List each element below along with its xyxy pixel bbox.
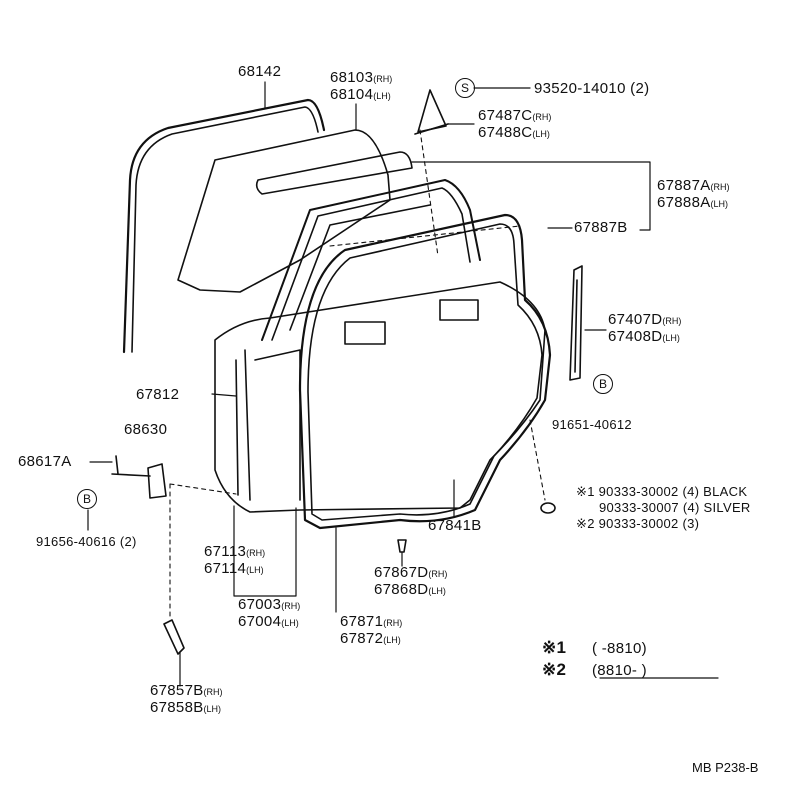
label-clip-lh: 67868D(LH) — [374, 581, 446, 598]
label-glass-rh: 68103(RH) — [330, 69, 393, 86]
quarter-glass — [415, 90, 448, 134]
label-door-weatherstrip: 67841B — [428, 517, 482, 534]
label-quarter-glass-rh: 67487C(RH) — [478, 107, 552, 124]
legend-note1-mark: ※1 — [542, 638, 567, 657]
figure-reference: MB P238-B — [692, 760, 759, 775]
clip — [398, 540, 406, 552]
division-bar — [570, 266, 582, 380]
label-glass-lh: 68104(LH) — [330, 86, 391, 103]
label-grommet-2: ※2 90333-30002 (3) — [576, 516, 700, 531]
leader-lines — [88, 82, 650, 686]
label-door-assy-lh: 67004(LH) — [238, 613, 299, 630]
legend-note2-range: (8810- ) — [592, 662, 647, 679]
label-bolt-left: 91656-40616 (2) — [36, 534, 137, 549]
label-door-panel: 67812 — [136, 386, 180, 403]
label-screw: 93520-14010 (2) — [534, 80, 650, 97]
window-glass — [178, 130, 390, 292]
label-weatherstrip-door-lh: 67872(LH) — [340, 630, 401, 647]
grommet — [541, 503, 555, 513]
label-grommet-1: ※1 90333-30002 (4) BLACK — [576, 484, 748, 499]
upper-weatherstrip — [257, 152, 412, 194]
door-check — [112, 456, 166, 498]
label-door-assy-rh: 67003(RH) — [238, 596, 301, 613]
label-weatherstrip-a-rh: 67887A(RH) — [657, 177, 730, 194]
label-weatherstrip-a-lh: 67888A(LH) — [657, 194, 729, 211]
door-panel-body — [215, 282, 545, 512]
legend-note1-range: ( -8810) — [592, 640, 647, 657]
label-clip-rh: 67867D(RH) — [374, 564, 448, 581]
label-hinge-cover-lh: 67858B(LH) — [150, 699, 222, 716]
s-marker-icon: S — [455, 78, 475, 98]
label-weatherstrip-door-rh: 67871(RH) — [340, 613, 403, 630]
label-grommet-1b: 90333-30007 (4) SILVER — [599, 500, 751, 515]
hinge-cover — [164, 620, 184, 654]
label-weatherstrip-b: 67887B — [574, 219, 628, 236]
label-quarter-glass-lh: 67488C(LH) — [478, 124, 550, 141]
label-check-pin: 68617A — [18, 453, 72, 470]
b-marker-icon-left: B — [77, 489, 97, 509]
label-division-bar-rh: 67407D(RH) — [608, 311, 682, 328]
label-glass-run: 68142 — [238, 63, 282, 80]
door-frame — [262, 180, 480, 340]
glass-run-channel — [124, 100, 324, 352]
b-marker-icon: B — [593, 374, 613, 394]
legend-note2-mark: ※2 — [542, 660, 567, 679]
label-division-bar-lh: 67408D(LH) — [608, 328, 680, 345]
label-opening-trim-rh: 67113(RH) — [204, 543, 266, 560]
dashed-lines — [170, 130, 545, 620]
label-hinge-cover-rh: 67857B(RH) — [150, 682, 223, 699]
door-weatherstrip — [300, 215, 550, 528]
label-opening-trim-lh: 67114(LH) — [204, 560, 264, 577]
label-bolt-right: 91651-40612 — [552, 417, 632, 432]
label-check: 68630 — [124, 421, 168, 438]
